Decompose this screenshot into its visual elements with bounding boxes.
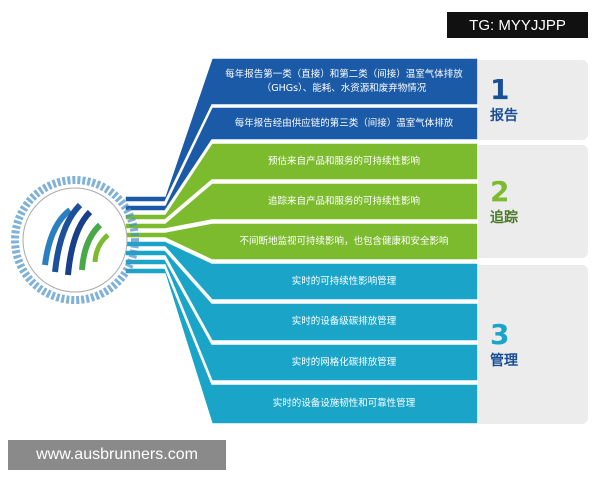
group-number: 1 xyxy=(490,73,510,106)
tg-watermark: TG: MYYJJPP xyxy=(447,12,588,38)
group-panel: 1 报告 xyxy=(478,60,588,140)
row-text: 预估来自产品和服务的可持续性影响 xyxy=(267,155,420,167)
row-text: 实时的设备设施韧性和可靠性管理 xyxy=(272,398,416,409)
funnel-band xyxy=(124,222,479,261)
group-label: 报告 xyxy=(490,108,518,124)
funnel-band xyxy=(124,106,479,212)
row-text: 追踪来自产品和服务的可持续性影响 xyxy=(267,195,420,207)
row-text: 不间断地监视可持续影响，也包含健康和安全影响 xyxy=(239,235,449,247)
row-text: 实时的设备级碳排放管理 xyxy=(291,316,397,327)
healthy-places-logo xyxy=(11,176,139,304)
row-text: 每年报告经由供应链的第三类（间接）温室气体排放 xyxy=(234,117,454,129)
site-watermark: www.ausbrunners.com xyxy=(8,440,226,470)
group-number: 2 xyxy=(490,174,510,208)
row-text: 实时的网格化碳排放管理 xyxy=(291,356,397,368)
group-label: 管理 xyxy=(490,352,518,369)
group-label: 追踪 xyxy=(490,209,518,226)
group-number: 3 xyxy=(490,317,510,351)
row-text: 每年报告第一类（直接）和第二类（间接）温室气体排放（GHGs）、能耗、水资源和废… xyxy=(225,68,463,94)
funnel-band xyxy=(124,267,479,425)
row-text: 实时的可持续性影响管理 xyxy=(291,275,397,287)
